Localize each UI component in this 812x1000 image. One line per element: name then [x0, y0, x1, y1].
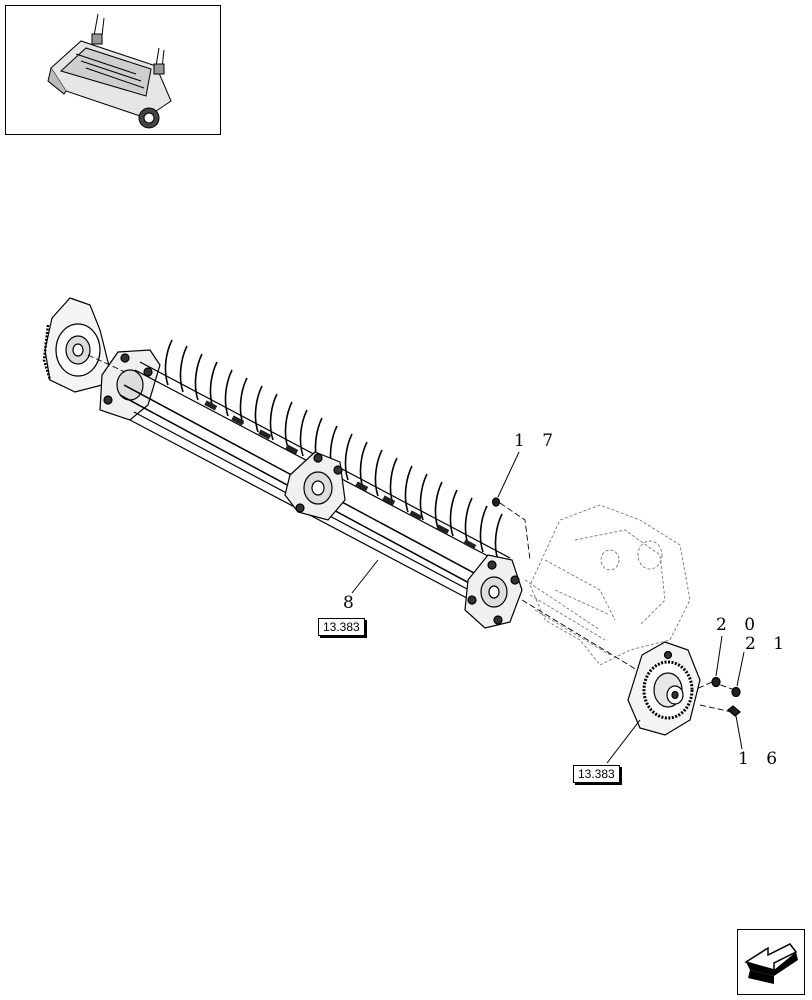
left-end-cover [42, 297, 111, 393]
callout-16: 1 6 [738, 749, 784, 769]
leader-lines [351, 451, 745, 764]
tine-holders [204, 400, 477, 550]
machine-overview-icon [47, 13, 172, 129]
hardware [491, 497, 741, 717]
machine-overview-thumbnail[interactable] [5, 5, 221, 135]
callout-21: 2 1 [745, 634, 791, 654]
callout-8: 8 [343, 593, 360, 613]
tine-row [164, 339, 503, 561]
arrow-next-page-icon[interactable] [737, 929, 805, 995]
arrow-next-page-glyph [744, 943, 798, 984]
right-bracket [464, 554, 523, 629]
alignment-lines [87, 354, 736, 713]
center-support [284, 451, 346, 521]
right-drive-gear [627, 641, 701, 736]
ref-link-right[interactable]: 13.383 [573, 765, 620, 783]
callout-20: 2 0 [716, 615, 762, 635]
callout-17: 1 7 [514, 431, 560, 451]
ref-link-left[interactable]: 13.383 [318, 618, 365, 636]
background-frame [524, 504, 691, 666]
left-bracket [99, 349, 161, 421]
